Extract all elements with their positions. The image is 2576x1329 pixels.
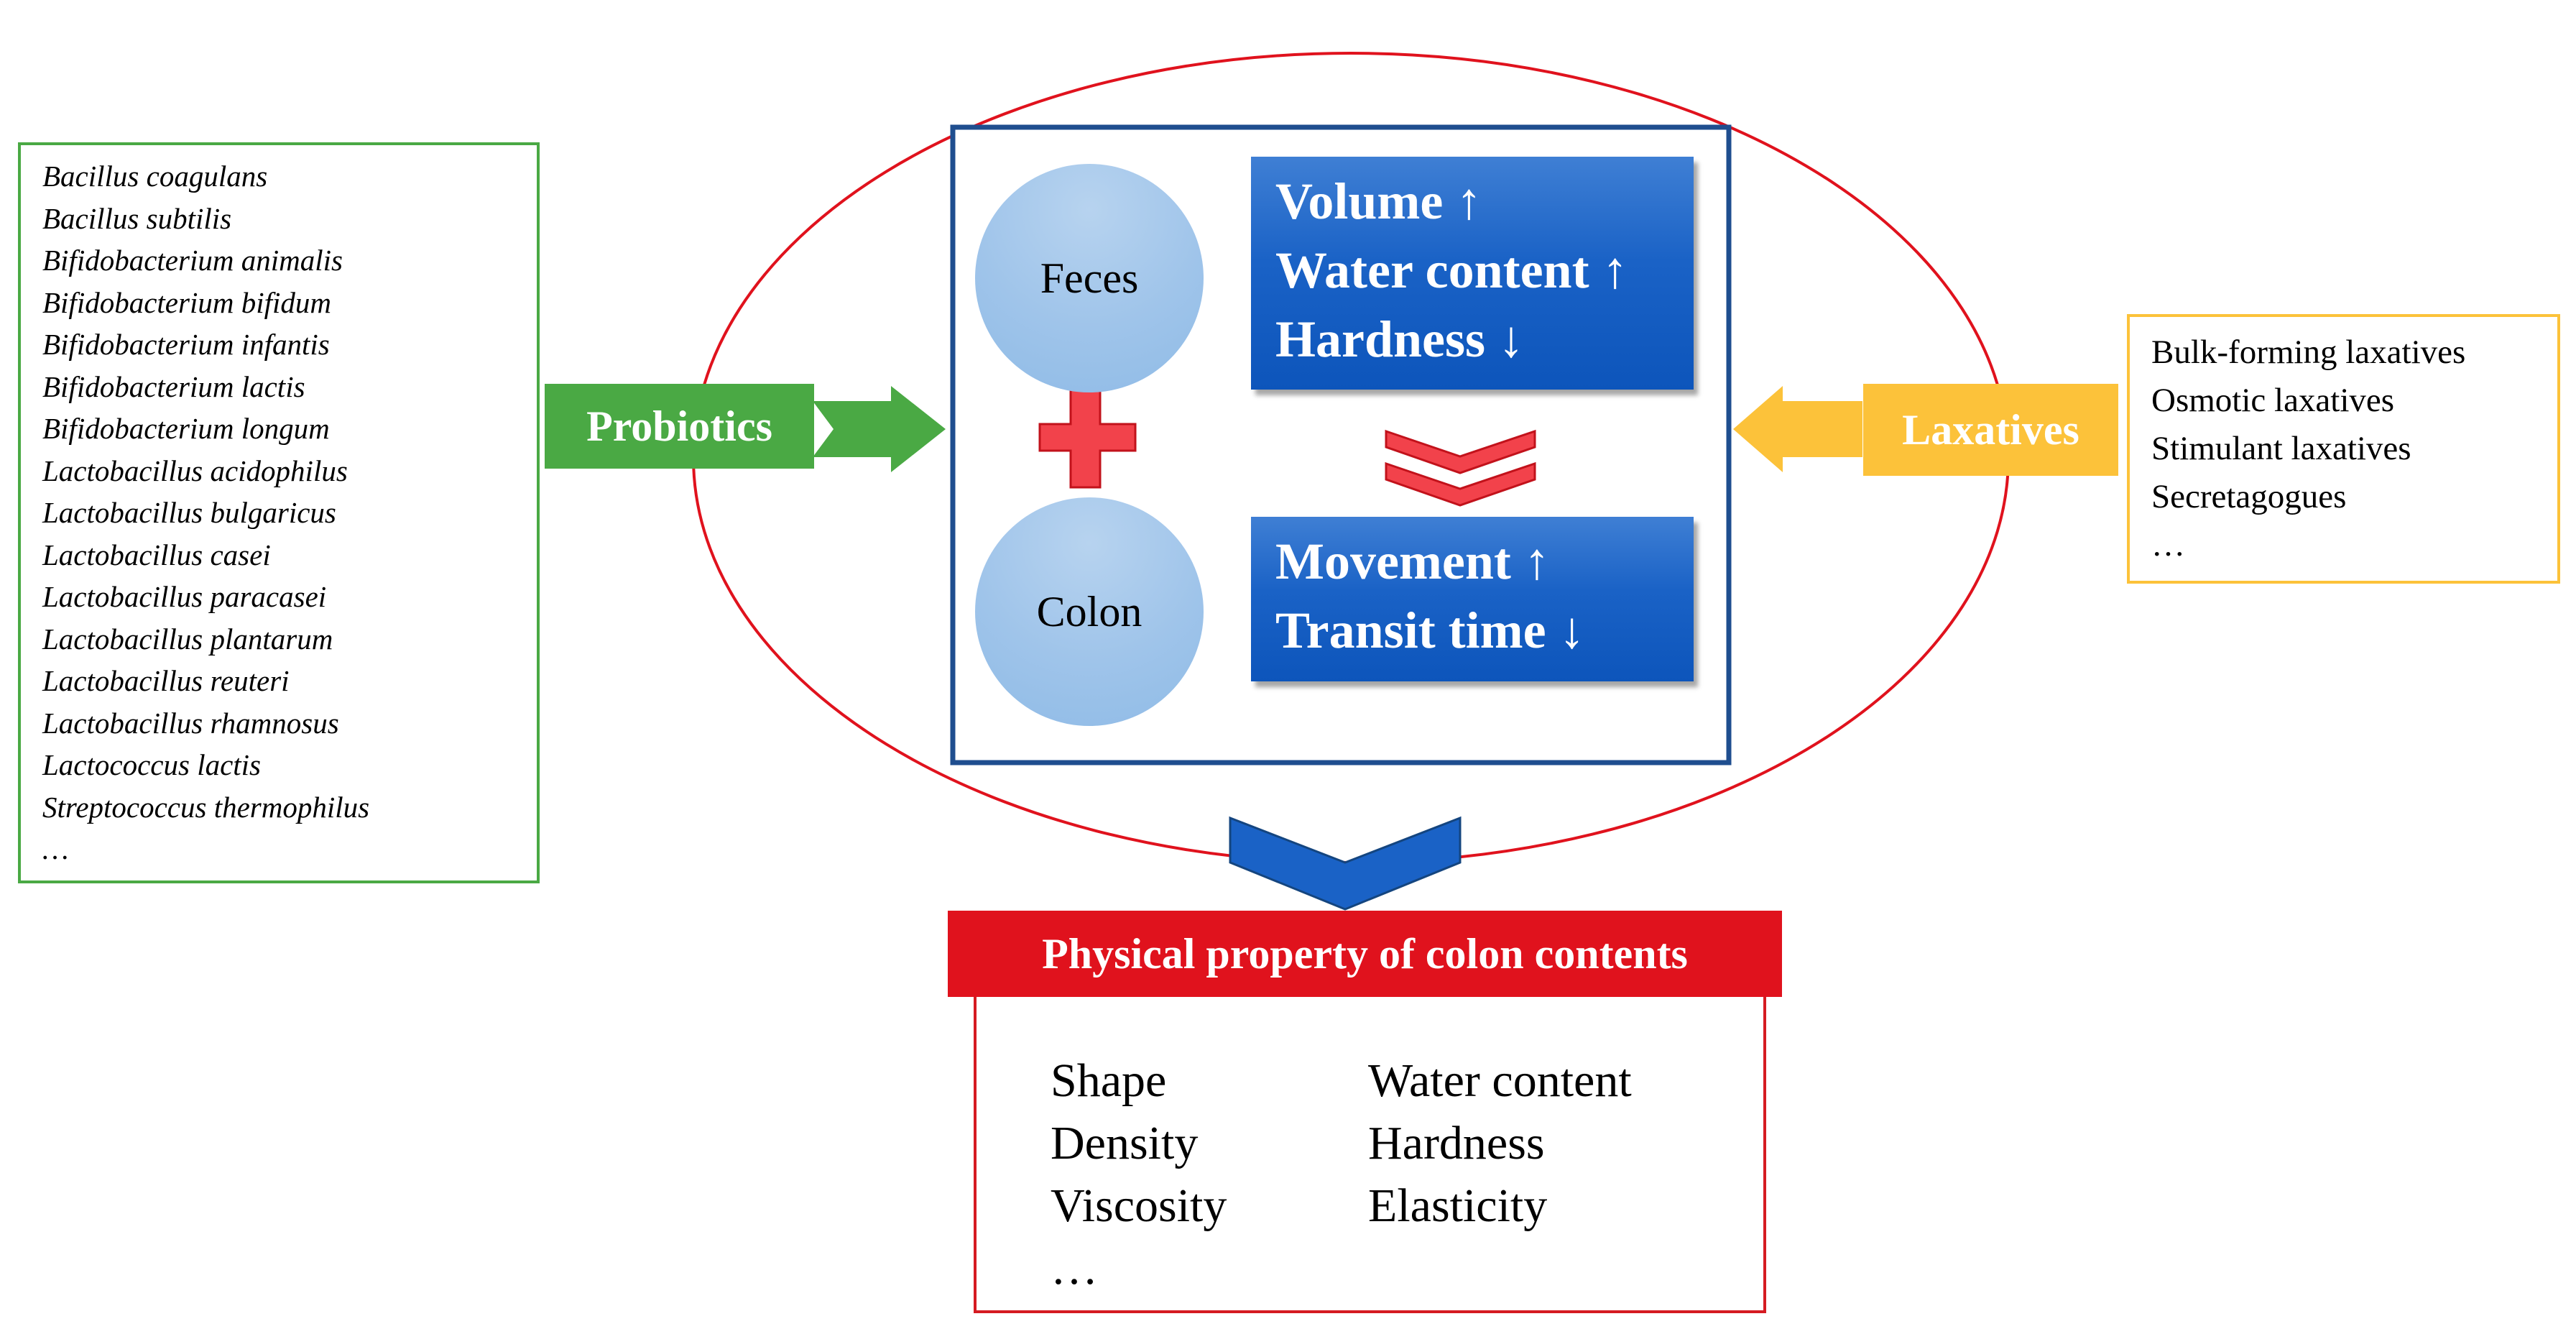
probiotic-item: Bacillus subtilis	[42, 201, 232, 235]
probiotics-arrow-icon	[813, 386, 946, 472]
plus-icon	[1038, 385, 1137, 489]
probiotic-item: Lactobacillus rhamnosus	[42, 706, 339, 740]
double-chevron-icon-2	[1385, 461, 1536, 507]
probiotic-item: Bifidobacterium lactis	[42, 369, 305, 403]
feces-effect-water-content: Water content ↑	[1275, 242, 1628, 299]
double-chevron-icon	[1385, 429, 1536, 474]
probiotic-item: …	[42, 832, 69, 865]
laxatives-arrow-icon	[1733, 386, 1862, 472]
colon-effect-transit-time: Transit time ↓	[1275, 602, 1585, 659]
colon-circle: Colon	[975, 497, 1204, 726]
property-elasticity: Elasticity	[1368, 1179, 1548, 1232]
probiotic-item: Lactobacillus reuteri	[42, 664, 290, 697]
colon-effects-box: Movement ↑ Transit time ↓	[1251, 517, 1694, 681]
laxative-item: Bulk-forming laxatives	[2151, 334, 2466, 371]
probiotic-item: Lactobacillus paracasei	[42, 580, 327, 613]
result-title: Physical property of colon contents	[948, 911, 1782, 997]
laxative-item: Osmotic laxatives	[2151, 382, 2395, 419]
laxatives-label: Laxatives	[1863, 384, 2118, 476]
down-chevron-icon	[1229, 816, 1462, 911]
laxative-item: Secretagogues	[2151, 478, 2347, 515]
probiotic-item: Bifidobacterium animalis	[42, 244, 343, 277]
probiotic-item: Lactobacillus acidophilus	[42, 454, 348, 487]
probiotic-item: Lactococcus lactis	[42, 748, 262, 781]
feces-effect-hardness: Hardness ↓	[1275, 311, 1525, 368]
property-hardness: Hardness	[1368, 1117, 1545, 1169]
result-left-column: Shape Density Viscosity …	[1051, 1049, 1227, 1300]
laxative-item: …	[2151, 526, 2185, 564]
property-ellipsis: …	[1051, 1242, 1098, 1294]
property-shape: Shape	[1051, 1054, 1167, 1107]
probiotic-item: Bifidobacterium longum	[42, 412, 330, 445]
result-box: Shape Density Viscosity … Water content …	[974, 997, 1766, 1313]
probiotic-item: Lactobacillus bulgaricus	[42, 496, 336, 529]
probiotic-item: Streptococcus thermophilus	[42, 790, 370, 824]
property-density: Density	[1051, 1117, 1199, 1169]
probiotic-item: Lactobacillus casei	[42, 538, 271, 571]
property-viscosity: Viscosity	[1051, 1179, 1227, 1232]
feces-circle: Feces	[975, 164, 1204, 392]
laxative-item: Stimulant laxatives	[2151, 430, 2411, 467]
feces-effects-box: Volume ↑ Water content ↑ Hardness ↓	[1251, 157, 1694, 390]
probiotic-item: Bacillus coagulans	[42, 160, 268, 193]
result-right-column: Water content Hardness Elasticity	[1368, 1049, 1632, 1237]
property-water-content: Water content	[1368, 1054, 1632, 1107]
probiotic-item: Bifidobacterium infantis	[42, 328, 330, 361]
colon-effect-movement: Movement ↑	[1275, 533, 1550, 590]
probiotic-item: Lactobacillus plantarum	[42, 622, 333, 656]
probiotic-item: Bifidobacterium bifidum	[42, 285, 331, 319]
feces-effect-volume: Volume ↑	[1275, 173, 1482, 230]
probiotics-label: Probiotics	[545, 384, 814, 469]
